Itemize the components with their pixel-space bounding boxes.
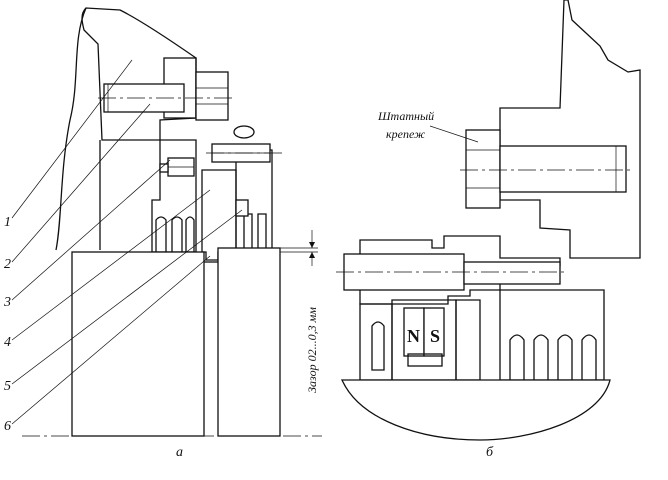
bolt-head-a <box>195 71 229 121</box>
housing-section-a <box>81 7 197 141</box>
bolt-shank-b <box>499 145 627 193</box>
part-number-1: 1 <box>4 215 11 230</box>
caption-a: а <box>176 445 183 460</box>
bolt-head-b <box>465 129 501 209</box>
rotor-body-b <box>340 379 611 441</box>
housing-section-b <box>499 0 641 259</box>
caption-b: б <box>486 445 494 460</box>
fastener-label-line1: Штатный <box>377 109 434 123</box>
leader-lines <box>11 59 243 425</box>
shaft-left <box>71 251 205 437</box>
view-b-drawing: Штатный крепеж N S б <box>336 0 641 460</box>
fastener-leader <box>429 125 479 143</box>
rotor-ring <box>201 169 237 261</box>
part-number-3: 3 <box>3 295 11 310</box>
part-number-2: 2 <box>4 257 11 272</box>
magnet-assembly: N S <box>391 299 457 381</box>
part-number-6: 6 <box>4 419 11 434</box>
magnet-s <box>423 307 445 357</box>
fastener-label-line2: крепеж <box>386 127 425 141</box>
part-number-5: 5 <box>4 379 11 394</box>
pole-n: N <box>407 326 420 346</box>
shaft-right <box>217 247 281 437</box>
gap-label: Зазор 02...0,3 мм <box>305 307 319 393</box>
labyrinth-teeth-a2 <box>243 213 267 251</box>
labyrinth-teeth-b <box>509 334 597 381</box>
gap-dimension <box>280 230 318 266</box>
pole-s: S <box>430 326 440 346</box>
labyrinth-teeth-a <box>155 216 195 253</box>
part-numbers: 1 2 3 4 5 6 <box>3 215 11 434</box>
view-a-drawing: Зазор 02...0,3 мм 1 2 3 4 5 6 а <box>3 7 322 460</box>
part-number-4: 4 <box>4 335 11 350</box>
housing-break-line <box>55 7 87 251</box>
